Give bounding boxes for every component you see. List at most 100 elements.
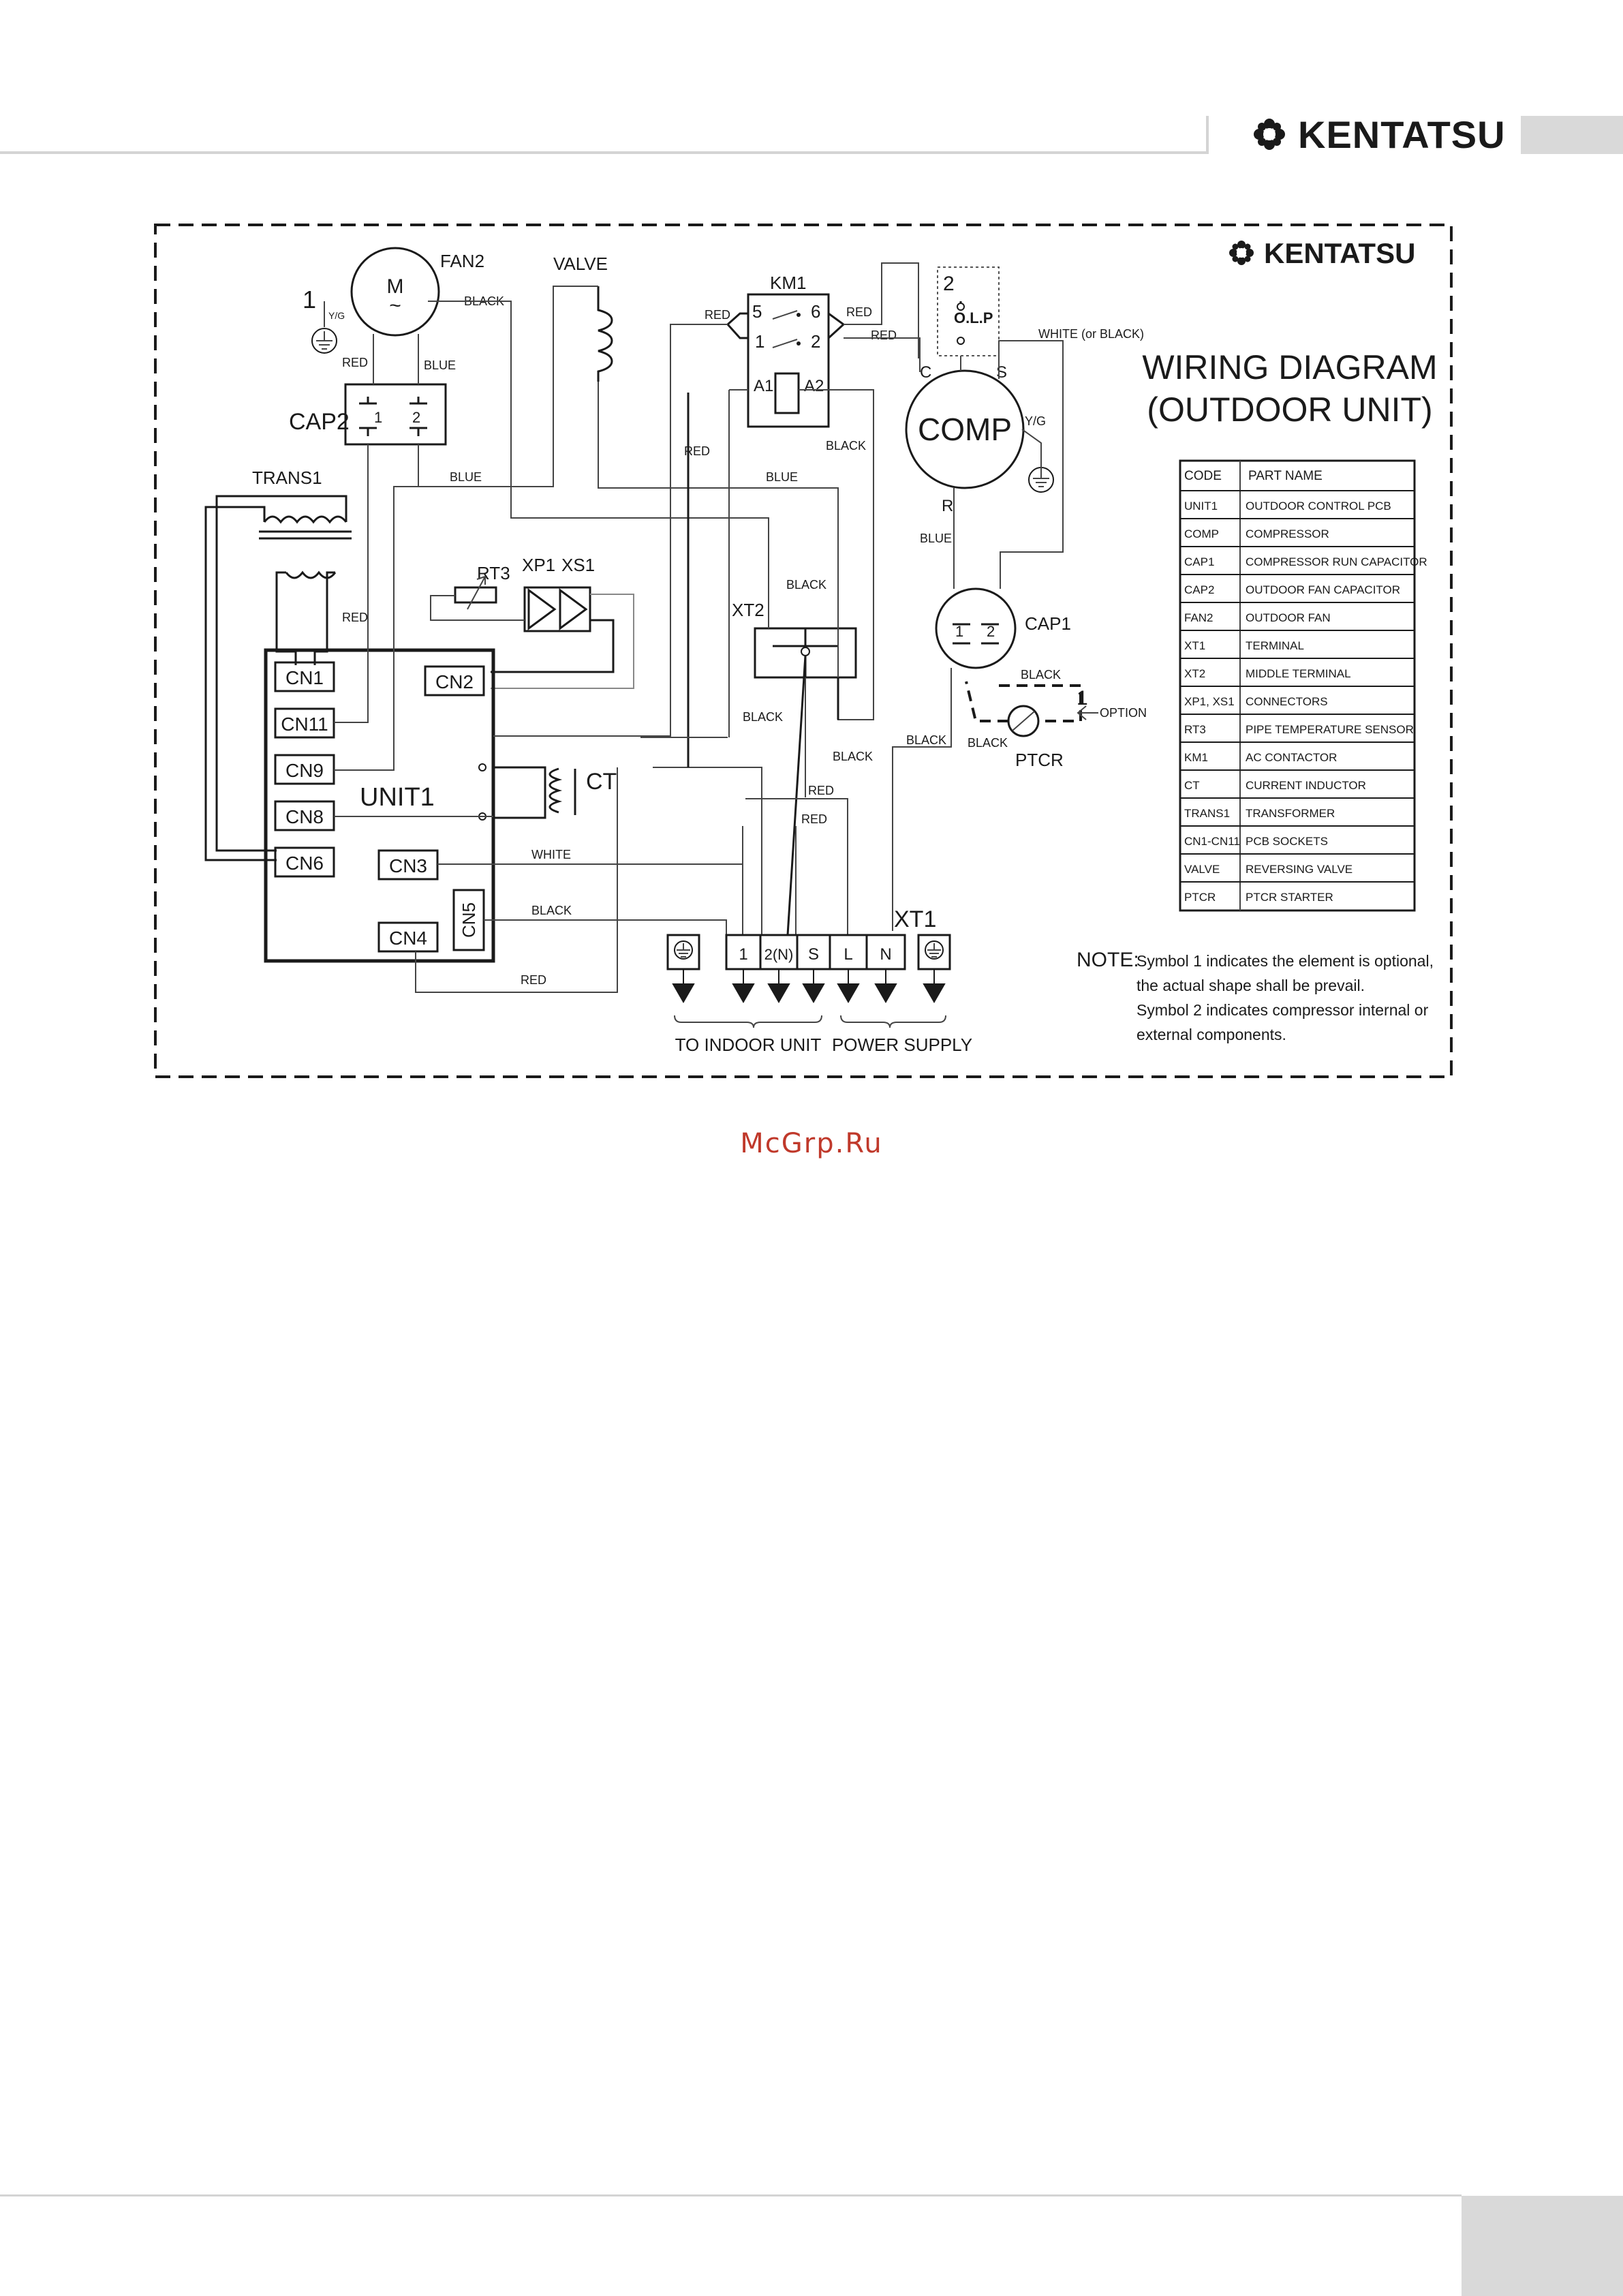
table-cell-part-name: COMPRESSOR xyxy=(1246,527,1329,540)
brand-name: KENTATSU xyxy=(1298,112,1506,156)
trans1-label: TRANS1 xyxy=(252,468,322,488)
table-cell-code: XP1, XS1 xyxy=(1184,695,1235,708)
table-header-code: CODE xyxy=(1184,469,1222,483)
km1-a2: A2 xyxy=(804,377,824,395)
black-ptcr-top: BLACK xyxy=(1021,668,1061,682)
table-cell-part-name: MIDDLE TERMINAL xyxy=(1246,667,1351,680)
fan2-motor: M ~ FAN2 BLACK 1 Y/G xyxy=(303,247,504,337)
xt1-terminal-block: XT1 1 2(N) S L N TO INDOOR UNIT POWER SU… xyxy=(666,906,972,1055)
km1-red-left: RED xyxy=(705,308,730,322)
table-cell-code: VALVE xyxy=(1184,863,1220,876)
ct-inductor: CT xyxy=(478,763,617,821)
cap1-pin1-label: 1 xyxy=(955,623,963,640)
km1-pin1: 1 xyxy=(755,331,764,352)
footer-tab xyxy=(1462,2196,1623,2296)
blue-mid-label: BLUE xyxy=(766,470,798,484)
table-cell-part-name: CONNECTORS xyxy=(1246,695,1328,708)
black-xt2-label: BLACK xyxy=(786,578,826,592)
diagram-brand-text: KENTATSU xyxy=(1264,237,1415,269)
table-cell-part-name: OUTDOOR FAN CAPACITOR xyxy=(1246,583,1400,596)
km1-label: KM1 xyxy=(770,273,806,293)
red-cn11-label: RED xyxy=(342,611,368,624)
table-cell-part-name: PCB SOCKETS xyxy=(1246,835,1328,848)
fan-red-label: RED xyxy=(342,356,368,369)
cap2-pin2-label: 2 xyxy=(412,409,420,426)
rt3-sensor: RT3 XP1 XS1 xyxy=(430,555,634,689)
km1-red-right2: RED xyxy=(871,328,897,342)
black-mid-label: BLACK xyxy=(833,750,873,763)
table-cell-part-name: OUTDOOR CONTROL PCB xyxy=(1246,500,1391,512)
cn3-label: CN3 xyxy=(389,855,427,876)
watermark: McGrp.Ru xyxy=(740,1128,883,1159)
olp-label: O.L.P xyxy=(954,309,993,326)
red-t2-label: RED xyxy=(801,812,827,826)
ground-terminal-right-icon xyxy=(917,934,951,970)
km1-pin5: 5 xyxy=(752,301,762,322)
unit1-label: UNIT1 xyxy=(360,783,435,812)
cn2-label: CN2 xyxy=(435,671,474,692)
table-cell-part-name: TRANSFORMER xyxy=(1246,807,1335,820)
table-cell-code: KM1 xyxy=(1184,751,1208,764)
terminal-1: 1 xyxy=(739,945,747,964)
header-divider xyxy=(1206,116,1209,154)
xt2-terminal: XT2 xyxy=(732,600,857,679)
cn4-label: CN4 xyxy=(389,928,427,949)
km1-pin6: 6 xyxy=(811,301,820,322)
cap2-capacitor: 1 2 CAP2 xyxy=(289,383,447,446)
header-tab xyxy=(1521,116,1623,154)
table-cell-code: RT3 xyxy=(1184,723,1206,736)
fan-blue-label: BLUE xyxy=(424,358,456,372)
header-rule xyxy=(0,151,1206,154)
option-symbol1: 1 xyxy=(1077,687,1088,709)
black-cap1-label: BLACK xyxy=(906,733,946,747)
white-cn3-label: WHITE xyxy=(531,848,571,861)
terminal-s: S xyxy=(808,945,819,964)
cn1-label: CN1 xyxy=(285,667,324,688)
diagram-frame xyxy=(154,224,1453,1078)
table-cell-code: XT1 xyxy=(1184,639,1205,652)
cap1-pin2-label: 2 xyxy=(987,623,995,640)
km1-contactor: KM1 5 6 1 2 A1 A2 xyxy=(747,273,830,428)
ground-terminal-left-icon xyxy=(666,934,700,970)
table-cell-code: XT2 xyxy=(1184,667,1205,680)
red-t1-label: RED xyxy=(808,784,834,797)
ct-label: CT xyxy=(586,769,617,795)
wiring: BLUE RED BLUE RED BLACK RED RED xyxy=(334,262,1064,993)
comp-label: COMP xyxy=(918,412,1012,447)
reversing-valve: VALVE xyxy=(553,254,613,382)
cn6-label: CN6 xyxy=(285,853,324,874)
fan-yg-label: Y/G xyxy=(328,310,345,321)
comp-c-label: C xyxy=(920,363,931,382)
blue-top-label: BLUE xyxy=(450,470,482,484)
wiring-diagram: KENTATSU WIRING DIAGRAM (OUTDOOR UNIT) M… xyxy=(154,224,1453,1078)
fan2-label: FAN2 xyxy=(440,251,484,271)
xt1-label: XT1 xyxy=(894,906,936,932)
to-indoor-unit-label: TO INDOOR UNIT xyxy=(675,1035,822,1055)
kentatsu-logo-icon xyxy=(1254,119,1285,150)
connector-cn4 xyxy=(377,921,439,953)
connector-cn6 xyxy=(274,846,335,878)
olp-overload: 2 O.L.P xyxy=(937,266,1000,356)
note-line-3: Symbol 2 indicates compressor internal o… xyxy=(1137,1001,1429,1019)
cap1-capacitor: 1 2 CAP1 xyxy=(935,587,1071,669)
connector-cn1 xyxy=(274,661,335,692)
table-header-part-name: PART NAME xyxy=(1248,469,1323,483)
table-cell-code: FAN2 xyxy=(1184,611,1214,624)
comp-r-label: R xyxy=(942,497,953,515)
table-cell-part-name: OUTDOOR FAN xyxy=(1246,611,1331,624)
red-left-label: RED xyxy=(684,444,710,458)
terminal-l: L xyxy=(844,945,852,964)
blue-comp-label: BLUE xyxy=(920,532,952,545)
black-cn5-label: BLACK xyxy=(531,904,572,917)
olp-symbol2: 2 xyxy=(943,273,955,295)
option-label: OPTION xyxy=(1100,706,1147,720)
valve-label: VALVE xyxy=(553,254,608,274)
fan-ground-icon xyxy=(311,301,337,354)
black-ptcr-left: BLACK xyxy=(968,736,1008,750)
trans1-transformer: TRANS1 xyxy=(204,468,352,861)
xt2-label: XT2 xyxy=(732,600,764,620)
diagram-brand: KENTATSU xyxy=(1229,237,1415,269)
compressor: COMP C S R Y/G xyxy=(905,363,1046,515)
note-label: NOTE: xyxy=(1077,949,1139,971)
cap2-label: CAP2 xyxy=(289,409,350,435)
